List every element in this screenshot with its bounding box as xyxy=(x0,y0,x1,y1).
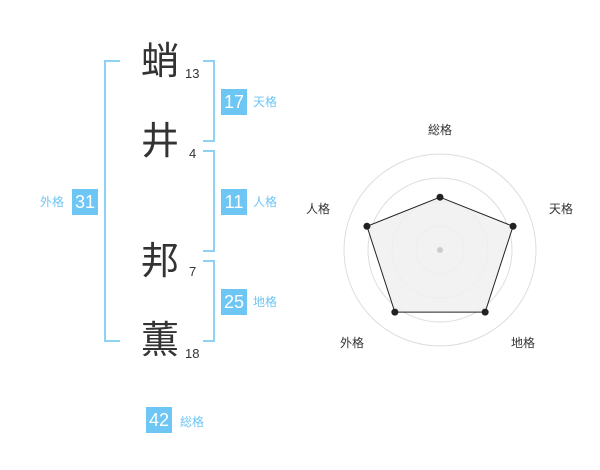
radar-axis-label-gaikaku: 外格 xyxy=(340,336,365,350)
stroke-count-4: 18 xyxy=(185,346,200,361)
radar-center-dot xyxy=(437,247,443,253)
jinkaku-label: 人格 xyxy=(253,195,278,209)
tenkaku-label: 天格 xyxy=(253,95,278,109)
radar-axis-label-jinkaku: 人格 xyxy=(306,202,331,216)
chikaku-bracket xyxy=(203,260,215,342)
soukaku-value: 42 xyxy=(146,407,173,433)
gaikaku-bracket xyxy=(104,60,120,342)
chikaku-value: 25 xyxy=(221,289,248,315)
gaikaku-value: 31 xyxy=(72,189,99,215)
radar-area xyxy=(366,196,514,313)
stroke-count-1: 13 xyxy=(185,66,200,81)
name-char-4: 薫 xyxy=(140,318,179,362)
jinkaku-bracket xyxy=(203,150,215,252)
chikaku-label: 地格 xyxy=(253,295,278,309)
name-char-3: 邦 xyxy=(140,239,179,283)
radar-point-0 xyxy=(436,193,444,201)
radar-point-1 xyxy=(509,222,517,230)
radar-point-2 xyxy=(481,308,489,316)
gaikaku-label: 外格 xyxy=(40,195,65,209)
radar-axis-label-chikaku: 地格 xyxy=(511,336,536,350)
tenkaku-bracket xyxy=(203,60,215,142)
tenkaku-value: 17 xyxy=(221,89,248,115)
radar-point-3 xyxy=(391,308,399,316)
jinkaku-value: 11 xyxy=(221,189,247,215)
radar-point-4 xyxy=(363,222,371,230)
radar-axis-label-tenkaku: 天格 xyxy=(549,202,574,216)
stroke-count-2: 4 xyxy=(189,146,197,161)
radar-axis-label-soukaku: 総格 xyxy=(428,123,453,137)
radar-ring xyxy=(343,153,537,347)
name-char-1: 蛸 xyxy=(140,39,179,83)
radar-ring xyxy=(367,177,513,323)
stroke-count-3: 7 xyxy=(189,264,197,279)
name-char-2: 井 xyxy=(140,119,179,163)
soukaku-label: 総格 xyxy=(180,415,205,429)
